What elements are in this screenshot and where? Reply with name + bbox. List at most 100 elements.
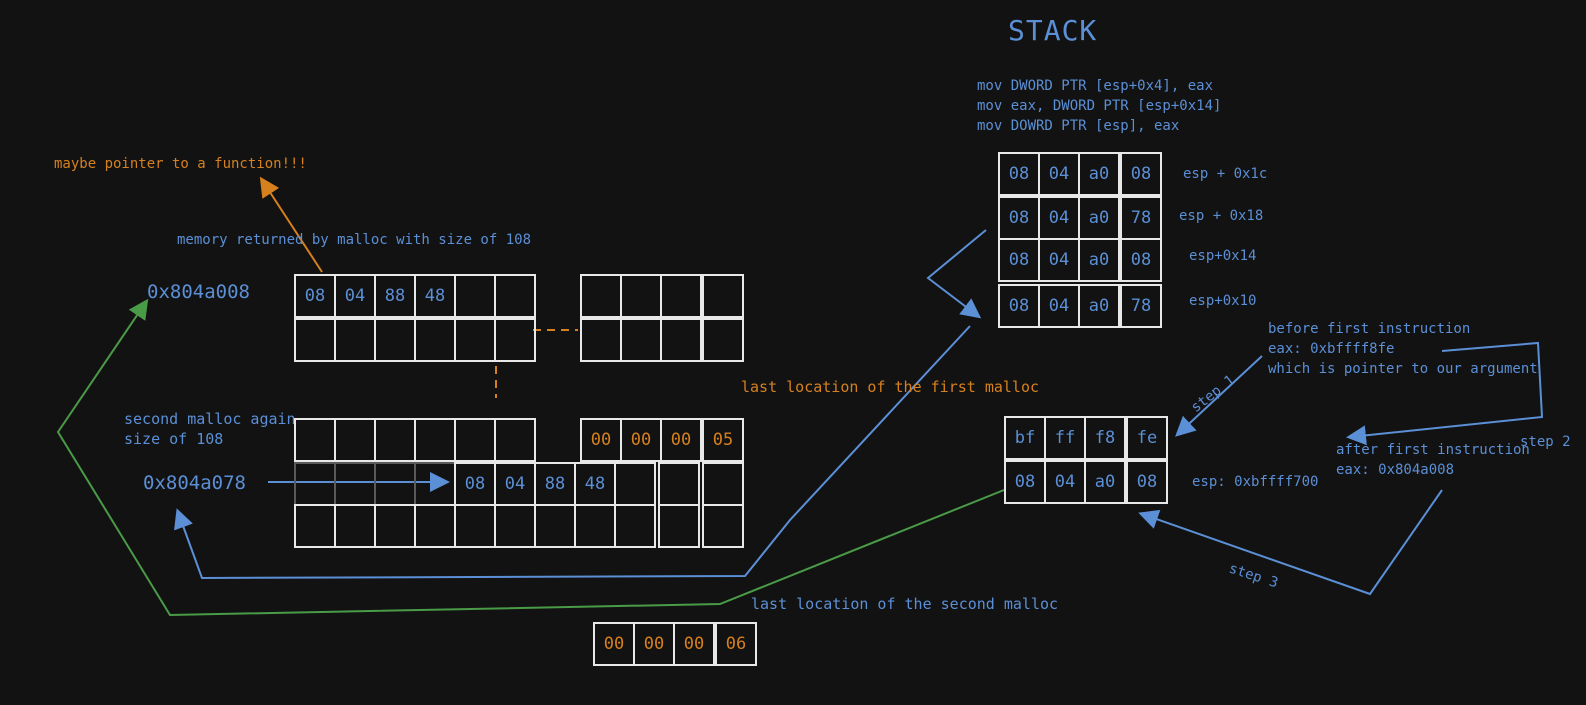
stack-cell: a0 (1078, 238, 1120, 282)
malloc1-label: memory returned by malloc with size of 1… (177, 232, 532, 248)
cell-value: 48 (584, 474, 606, 494)
stack-label-10: esp+0x10 (1189, 293, 1257, 309)
malloc2-cell: 08 (454, 462, 496, 506)
malloc2-cell (334, 418, 376, 462)
cell-value: 00 (603, 634, 625, 654)
stack-cell: 78 (1120, 284, 1162, 328)
esp-label: esp: 0xbffff700 (1192, 474, 1319, 490)
stack-cell: 08 (998, 238, 1040, 282)
stack-cell: a0 (1078, 284, 1120, 328)
cell-value: 06 (725, 634, 747, 654)
stack-label-14: esp+0x14 (1189, 248, 1257, 264)
malloc2-cell (614, 462, 656, 506)
stack-cell: 08 (998, 284, 1040, 328)
cell-value: 00 (683, 634, 705, 654)
cell-value: fe (1136, 428, 1158, 448)
esp-cell: a0 (1084, 460, 1126, 504)
malloc1-cell (334, 318, 376, 362)
malloc1-cell: 48 (414, 274, 456, 318)
malloc1-cell (620, 318, 662, 362)
malloc2-cell: 48 (574, 462, 616, 506)
note-before-line-2: eax: 0xbffff8fe (1268, 341, 1395, 357)
note-before-line-3: which is pointer to our argument (1268, 361, 1538, 377)
stack-label-18: esp + 0x18 (1179, 208, 1264, 224)
function-pointer-arrow (259, 176, 323, 273)
step3-arrow (1138, 489, 1443, 596)
last-first-malloc-label: last location of the first malloc (741, 378, 1040, 396)
malloc2-cell (414, 462, 456, 506)
note-before-line-1: before first instruction (1268, 321, 1471, 337)
esp-cell: 08 (1126, 460, 1168, 504)
cell-value: 00 (630, 430, 652, 450)
malloc2-cell (574, 504, 616, 548)
malloc2-cell (374, 462, 416, 506)
cell-value: 08 (304, 286, 326, 306)
cell-value: 48 (424, 286, 446, 306)
malloc2-cell (294, 418, 336, 462)
malloc1-cell (580, 274, 622, 318)
malloc2-label-line-2: size of 108 (124, 430, 224, 448)
malloc2-cell (494, 418, 536, 462)
malloc1-cell (294, 318, 336, 362)
cell-value: ff (1054, 428, 1076, 448)
instruction-line-3: mov DOWRD PTR [esp], eax (977, 118, 1180, 134)
cell-value: 08 (1136, 472, 1158, 492)
cell-value: a0 (1088, 164, 1110, 184)
cell-value: 04 (1048, 164, 1070, 184)
cell-value: 04 (504, 474, 526, 494)
cell-value: bf (1014, 428, 1036, 448)
malloc1-cell (660, 318, 702, 362)
malloc1-cell: 04 (334, 274, 376, 318)
function-pointer-note: maybe pointer to a function!!! (54, 156, 307, 172)
cell-value: 04 (1048, 208, 1070, 228)
malloc2-cell (414, 504, 456, 548)
malloc1-cell (454, 274, 496, 318)
cell-value: a0 (1088, 250, 1110, 270)
stack-cell: a0 (1078, 152, 1120, 196)
esp-cell: f8 (1084, 416, 1126, 460)
esp-cell: ff (1044, 416, 1086, 460)
cell-value: 78 (1130, 208, 1152, 228)
cell-value: 88 (544, 474, 566, 494)
malloc1-cell (414, 318, 456, 362)
malloc1-cell (454, 318, 496, 362)
esp-to-malloc1-arrow (56, 298, 1005, 617)
malloc2-cell (294, 462, 336, 506)
cell-value: 08 (1014, 472, 1036, 492)
stack-cell: 04 (1038, 238, 1080, 282)
last-second-malloc-cell: 00 (633, 622, 675, 666)
cell-value: a0 (1094, 472, 1116, 492)
cell-value: 04 (1054, 472, 1076, 492)
last-first-malloc-cell: 00 (580, 418, 622, 462)
malloc2-cell (702, 462, 744, 506)
esp-cell: bf (1004, 416, 1046, 460)
stack-cell: 08 (998, 152, 1040, 196)
malloc1-cell (702, 318, 744, 362)
stack-cell: 04 (1038, 152, 1080, 196)
last-first-malloc-cell: 00 (660, 418, 702, 462)
malloc2-cell: 04 (494, 462, 536, 506)
stack-cell: a0 (1078, 196, 1120, 240)
malloc2-cell (614, 504, 656, 548)
stack-cell: 04 (1038, 196, 1080, 240)
esp-cell: 08 (1004, 460, 1046, 504)
malloc2-address: 0x804a078 (143, 472, 246, 494)
malloc2-cell (454, 504, 496, 548)
malloc1-address: 0x804a008 (147, 281, 250, 303)
malloc2-cell: 88 (534, 462, 576, 506)
last-second-malloc-label: last location of the second malloc (751, 595, 1059, 613)
cell-value: 04 (1048, 250, 1070, 270)
last-second-malloc-cell: 00 (673, 622, 715, 666)
instruction-line-2: mov eax, DWORD PTR [esp+0x14] (977, 98, 1222, 114)
cell-value: f8 (1094, 428, 1116, 448)
cell-value: a0 (1088, 208, 1110, 228)
esp-cell: fe (1126, 416, 1168, 460)
step2-arrow (1346, 341, 1544, 446)
last-second-malloc-cell: 00 (593, 622, 635, 666)
instruction-line-1: mov DWORD PTR [esp+0x4], eax (977, 78, 1214, 94)
cell-value: 08 (1008, 250, 1030, 270)
malloc1-cell (620, 274, 662, 318)
malloc2-cell (534, 504, 576, 548)
